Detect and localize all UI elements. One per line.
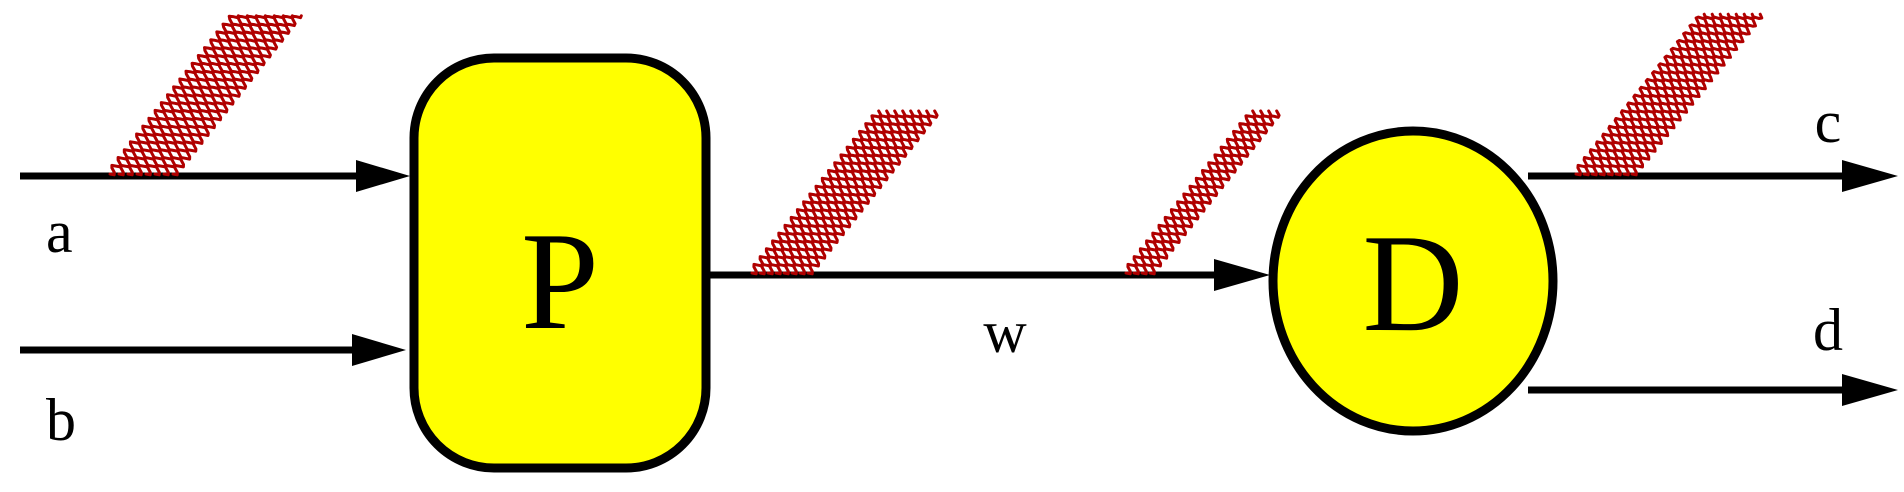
wave-line xyxy=(782,109,915,276)
edge-a-label: a xyxy=(46,199,73,265)
edge-b xyxy=(20,334,406,366)
wave-line xyxy=(1148,109,1281,276)
wave-line xyxy=(1124,109,1257,276)
edge-d xyxy=(1528,374,1898,406)
wave-group-w-left xyxy=(750,109,939,276)
wave-line xyxy=(790,109,923,276)
wave-group-w-right xyxy=(1124,109,1281,276)
edge-c-label: c xyxy=(1815,89,1842,155)
wave-line xyxy=(1132,109,1265,276)
wave-line xyxy=(1590,12,1724,177)
node-d-label: D xyxy=(1362,206,1463,361)
node-d-shape xyxy=(1268,126,1558,436)
wave-line xyxy=(766,109,899,276)
node-p-label: P xyxy=(521,204,599,359)
wave-line xyxy=(1140,109,1273,276)
node-p-shape xyxy=(409,53,711,473)
edge-c xyxy=(1528,160,1898,192)
edge-a xyxy=(20,160,410,192)
node-d: D xyxy=(1268,126,1558,436)
node-p: P xyxy=(409,53,711,473)
wave-line xyxy=(1598,12,1732,177)
wave-line xyxy=(774,109,907,276)
wave-line xyxy=(806,109,939,276)
edge-b-label: b xyxy=(46,387,76,453)
wave-line xyxy=(1606,12,1740,177)
wave-group-a xyxy=(108,14,303,177)
wave-group-c xyxy=(1574,12,1764,177)
edge-w-label: w xyxy=(983,299,1027,365)
wave-line xyxy=(171,14,303,177)
wave-line xyxy=(1630,12,1764,177)
edge-d-label: d xyxy=(1813,297,1843,363)
